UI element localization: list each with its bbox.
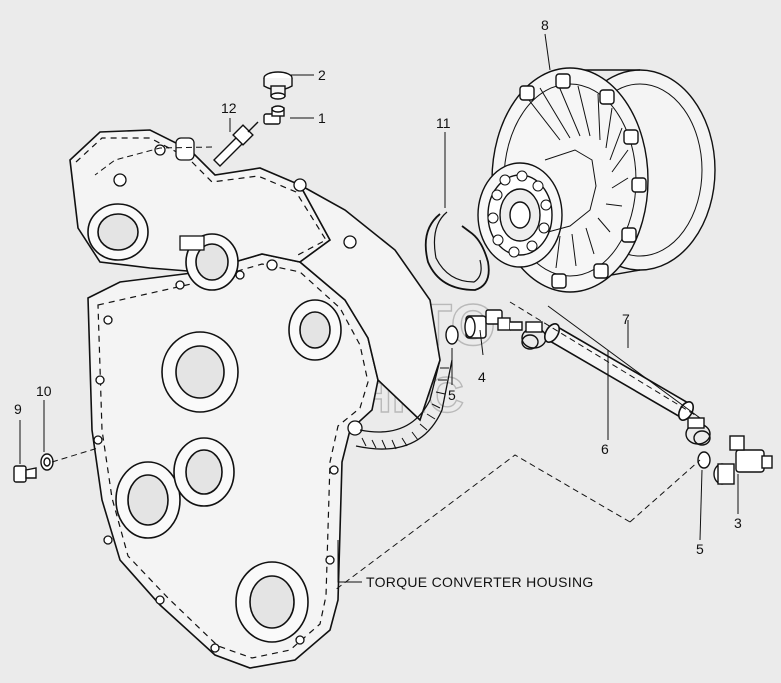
hose-path <box>509 301 701 419</box>
housing-bolt-flange <box>75 137 369 659</box>
o-ring-lower <box>697 451 711 469</box>
bolt-path <box>94 146 213 176</box>
callout-8: 8 <box>541 17 549 33</box>
callout-4: 4 <box>478 369 486 385</box>
callout-1: 1 <box>318 110 326 126</box>
callout-2: 2 <box>318 67 326 83</box>
o-ring-upper <box>445 325 459 345</box>
callout-9: 9 <box>14 401 22 417</box>
washer <box>40 453 54 471</box>
callout-5-lower: 5 <box>696 541 704 557</box>
bolt-dash <box>51 447 99 463</box>
hose-outline <box>547 305 701 419</box>
elbow-fitting <box>263 105 285 125</box>
bolt <box>13 465 37 483</box>
snap-ring <box>424 213 490 291</box>
breather-tube <box>213 121 259 167</box>
breather-cap <box>263 71 293 100</box>
housing-caption: TORQUE CONVERTER HOUSING <box>366 574 594 590</box>
callout-3: 3 <box>734 515 742 531</box>
callout-10: 10 <box>36 383 52 399</box>
housing-bosses <box>93 137 363 653</box>
caption-leader <box>337 540 362 583</box>
fitting-path <box>334 454 631 591</box>
callout-11: 11 <box>436 115 451 131</box>
snap-ring-inner <box>433 211 482 283</box>
callout-7: 7 <box>622 311 630 327</box>
torque-converter <box>477 67 716 293</box>
ring-gear <box>355 359 453 450</box>
elbow-fitting-lower <box>713 435 773 485</box>
callout-5-upper: 5 <box>448 387 456 403</box>
callout-12: 12 <box>221 100 237 116</box>
callout-leaders <box>19 33 739 541</box>
callout-6: 6 <box>601 441 609 457</box>
cooler-hose <box>543 323 695 421</box>
fitting-path-2 <box>629 459 701 523</box>
elbow-fitting-upper <box>464 309 523 339</box>
callouts: 1 2 3 4 5 5 6 7 8 9 10 11 12 <box>14 17 742 557</box>
housing-bores <box>87 203 342 643</box>
